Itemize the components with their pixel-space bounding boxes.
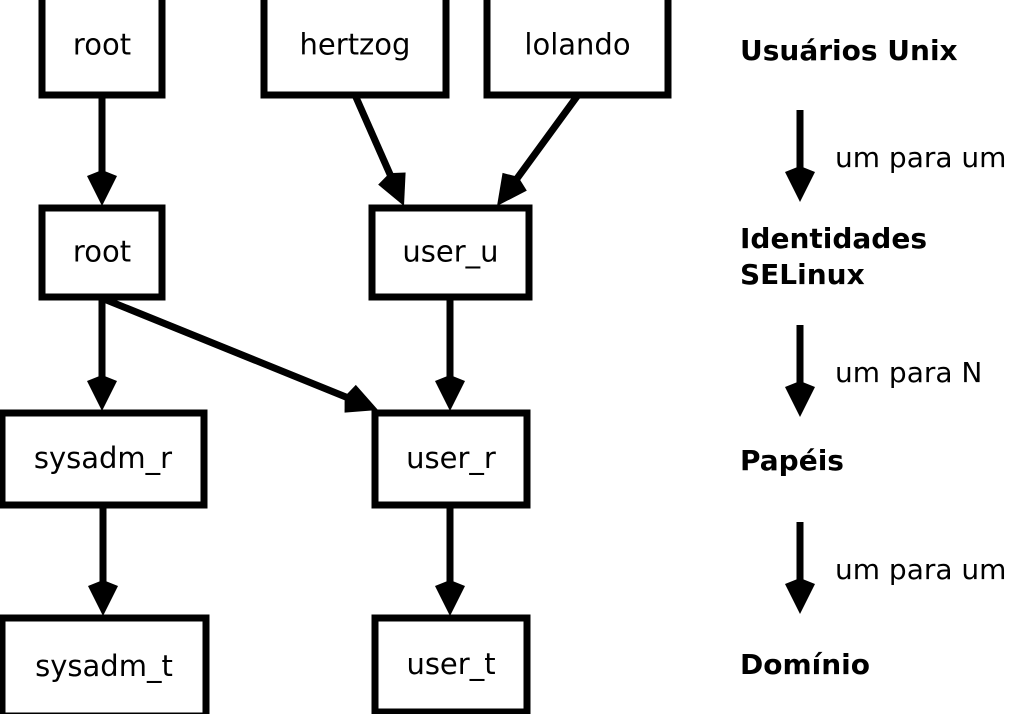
arrowhead-icon [378, 172, 406, 206]
node-dom_sysadm_t[interactable]: sysadm_t [0, 614, 210, 714]
arrowhead-icon [785, 578, 815, 614]
legend-heading-line: Papéis [740, 444, 844, 477]
arrowhead-icon [87, 170, 117, 206]
node-label: sysadm_t [35, 649, 173, 683]
legend-arrow-caption: um para um [835, 553, 1006, 586]
arrowhead-icon [785, 166, 815, 202]
node-label: hertzog [300, 28, 411, 62]
node-unix_root[interactable]: root [38, 0, 166, 99]
legend-heading-line: Identidades [740, 222, 927, 255]
node-unix_lolando[interactable]: lolando [483, 0, 672, 99]
node-label: user_r [406, 441, 496, 475]
node-box[interactable] [260, 0, 450, 99]
legend-heading-line: Usuários Unix [740, 34, 958, 67]
edge-hertzog-to-useru [351, 93, 406, 206]
arrowhead-icon [497, 172, 527, 206]
node-label: root [73, 28, 131, 62]
node-dom_user_t[interactable]: user_t [371, 614, 531, 714]
legend-usuarios-unix: Usuários Unix [740, 34, 958, 67]
node-unix_hertzog[interactable]: hertzog [260, 0, 450, 99]
legend-arrow-1: um para um [785, 110, 1006, 202]
edge-shaft [102, 295, 356, 404]
node-label: root [73, 235, 131, 269]
edges-layer [87, 92, 581, 616]
edge-root-to-selroot [87, 95, 117, 206]
edge-shaft [351, 93, 397, 184]
legend-arrow-3: um para um [785, 522, 1006, 614]
node-role_user_r[interactable]: user_r [371, 409, 531, 509]
legend-heading-line: Domínio [740, 648, 870, 681]
node-box[interactable] [371, 409, 531, 509]
node-box[interactable] [38, 204, 166, 301]
legend-dominio: Domínio [740, 648, 870, 681]
arrowhead-icon [785, 381, 815, 417]
legend-arrow-caption: um para um [835, 141, 1006, 174]
legend-arrow-2: um para N [785, 325, 982, 417]
edge-shaft [509, 92, 581, 188]
edge-lolando-to-useru [497, 92, 581, 206]
legend-heading-line: SELinux [740, 258, 865, 291]
node-role_sysadm_r[interactable]: sysadm_r [0, 409, 208, 509]
arrowhead-icon [435, 580, 465, 616]
arrowhead-icon [344, 384, 378, 413]
node-box[interactable] [0, 409, 208, 509]
edge-selroot-to-userr [102, 295, 378, 413]
node-sel_user_u[interactable]: user_u [368, 204, 533, 301]
node-box[interactable] [38, 0, 166, 99]
edge-userr-to-usert [435, 505, 465, 616]
node-label: user_u [402, 235, 498, 269]
node-sel_root[interactable]: root [38, 204, 166, 301]
node-label: sysadm_r [34, 441, 172, 475]
node-label: lolando [524, 28, 630, 62]
node-box[interactable] [368, 204, 533, 301]
node-box[interactable] [371, 614, 531, 714]
arrowhead-icon [435, 375, 465, 411]
node-box[interactable] [483, 0, 672, 99]
node-box[interactable] [0, 614, 210, 714]
legend-arrow-caption: um para N [835, 356, 982, 389]
edge-selroot-to-sysadmr [87, 297, 117, 411]
arrowhead-icon [88, 580, 118, 616]
legend-papeis: Papéis [740, 444, 844, 477]
arrowhead-icon [87, 375, 117, 411]
edge-useru-to-userr [435, 297, 465, 411]
edge-sysadmr-to-sysadmt [88, 505, 118, 616]
node-label: user_t [406, 647, 495, 681]
